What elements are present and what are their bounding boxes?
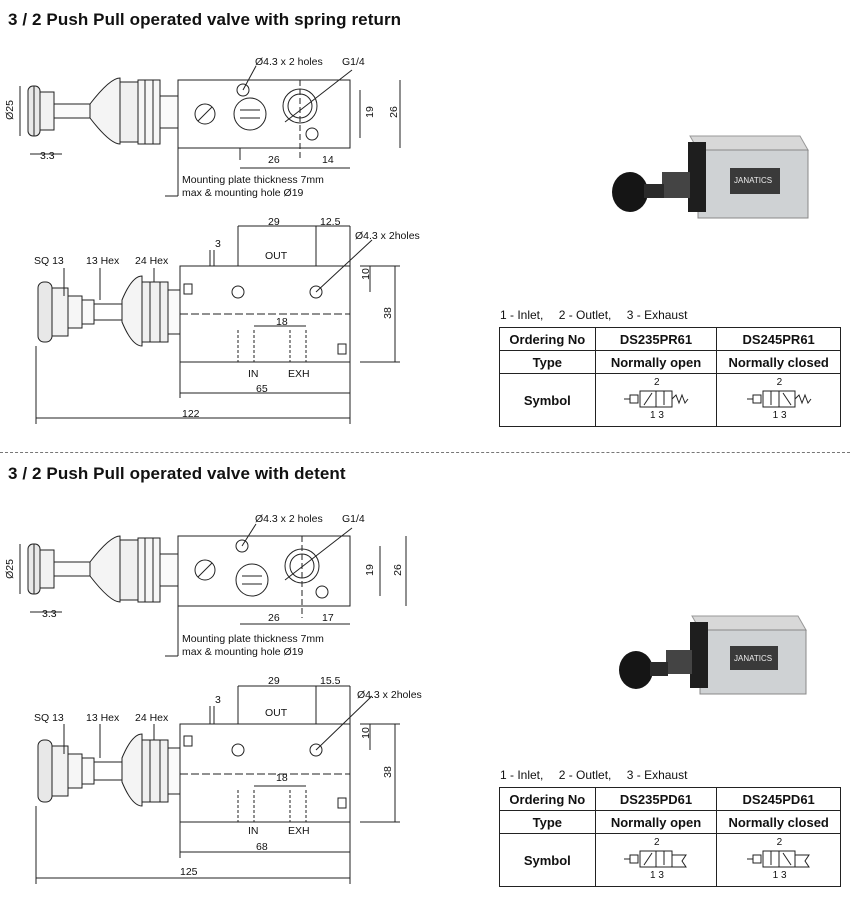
valve-symbol-open: 2 1 3: [594, 373, 718, 427]
symbol-label: Symbol: [499, 833, 596, 887]
label-exh: EXH: [288, 825, 310, 837]
label-w26: 26: [268, 154, 280, 166]
symbol-label: Symbol: [499, 373, 596, 427]
label-holes-top: Ø4.3 x 2 holes: [255, 56, 323, 68]
label-hex13: 13 Hex: [86, 712, 120, 724]
table-cell: DS245PR61: [716, 327, 841, 351]
table-cell: Type: [499, 350, 596, 374]
label-out: OUT: [265, 250, 288, 262]
valve-symbol-closed-detent: 2 1 3: [716, 833, 841, 887]
label-sq13: SQ 13: [34, 712, 64, 724]
table-cell: Type: [499, 810, 596, 834]
section-title-detent: 3 / 2 Push Pull operated valve with dete…: [8, 464, 346, 483]
label-d19: 19: [363, 564, 376, 576]
port-legend-detent: 1 - Inlet, 2 - Outlet, 3 - Exhaust: [500, 768, 699, 782]
legend-exhaust: 3 - Exhaust: [626, 768, 688, 782]
table-row: Ordering No DS235PD61 DS245PD61: [499, 787, 841, 811]
label-len122: 122: [182, 408, 200, 420]
label-len125: 125: [180, 866, 198, 878]
label-d3: 3: [215, 238, 221, 250]
label-d18: 18: [276, 772, 288, 784]
label-len68: 68: [256, 841, 268, 853]
label-mount-2: max & mounting hole Ø19: [182, 646, 304, 658]
label-d10: 10: [359, 727, 372, 739]
port-legend: 1 - Inlet, 2 - Outlet, 3 - Exhaust: [500, 308, 699, 322]
label-holes-side: Ø4.3 x 2holes: [357, 689, 422, 701]
label-w29: 29: [268, 216, 280, 228]
table-row: Type Normally open Normally closed: [499, 810, 841, 834]
label-g14: G1/4: [342, 513, 365, 525]
label-dia25: Ø25: [3, 559, 16, 579]
label-g14: G1/4: [342, 56, 365, 68]
section-divider: [0, 452, 850, 453]
valve-symbol-closed: 2 1 3: [716, 373, 841, 427]
label-w17: 17: [322, 612, 334, 624]
legend-outlet: 2 - Outlet,: [558, 768, 612, 782]
photo-brand-label: JANATICS: [734, 176, 772, 185]
table-cell: Ordering No: [499, 327, 596, 351]
product-photo-detent: JANATICS: [619, 615, 807, 695]
table-cell: Normally closed: [716, 810, 841, 834]
legend-inlet: 1 - Inlet,: [500, 768, 544, 782]
drawing-side-view: [35, 225, 400, 424]
table-cell: Ordering No: [499, 787, 596, 811]
label-hex24: 24 Hex: [135, 712, 169, 724]
label-d18: 18: [276, 316, 288, 328]
label-w29: 29: [268, 675, 280, 687]
label-exh: EXH: [288, 368, 310, 380]
label-w26: 26: [268, 612, 280, 624]
legend-outlet: 2 - Outlet,: [558, 308, 612, 322]
label-mount-2: max & mounting hole Ø19: [182, 187, 304, 199]
legend-inlet: 1 - Inlet,: [500, 308, 544, 322]
table-cell: DS235PD61: [594, 787, 718, 811]
label-w15-5: 15.5: [320, 675, 341, 687]
product-photo: JANATICS: [612, 135, 809, 219]
label-in: IN: [248, 368, 259, 380]
table-row: Symbol 2 1 3 2: [499, 373, 841, 427]
label-w12-5: 12.5: [320, 216, 341, 228]
label-holes-side: Ø4.3 x 2holes: [355, 230, 420, 242]
table-row: Ordering No DS235PR61 DS245PR61: [499, 327, 841, 351]
label-w14: 14: [322, 154, 334, 166]
label-d3: 3: [215, 694, 221, 706]
label-mount-1: Mounting plate thickness 7mm: [182, 633, 324, 645]
label-d3-3: 3.3: [42, 608, 57, 620]
label-sq13: SQ 13: [34, 255, 64, 267]
valve-symbol-open-detent: 2 1 3: [594, 833, 718, 887]
photo-brand-label: JANATICS: [734, 654, 772, 663]
drawing-top-view: [19, 65, 401, 197]
table-cell: Normally open: [594, 810, 718, 834]
label-len65: 65: [256, 383, 268, 395]
ordering-table-detent: Ordering No DS235PD61 DS245PD61 Type Nor…: [499, 787, 841, 887]
label-hex13: 13 Hex: [86, 255, 120, 267]
label-mount-1: Mounting plate thickness 7mm: [182, 174, 324, 186]
section-title-spring-return: 3 / 2 Push Pull operated valve with spri…: [8, 10, 402, 29]
ordering-table: Ordering No DS235PR61 DS245PR61 Type Nor…: [499, 327, 841, 427]
label-hex24: 24 Hex: [135, 255, 169, 267]
label-holes-top: Ø4.3 x 2 holes: [255, 513, 323, 525]
table-cell: DS245PD61: [716, 787, 841, 811]
legend-exhaust: 3 - Exhaust: [626, 308, 688, 322]
label-d38: 38: [381, 766, 394, 778]
table-row: Symbol 2 1 3 2: [499, 833, 841, 887]
label-in: IN: [248, 825, 259, 837]
label-d3-3: 3.3: [40, 150, 55, 162]
label-out: OUT: [265, 707, 288, 719]
label-d26: 26: [391, 564, 404, 576]
